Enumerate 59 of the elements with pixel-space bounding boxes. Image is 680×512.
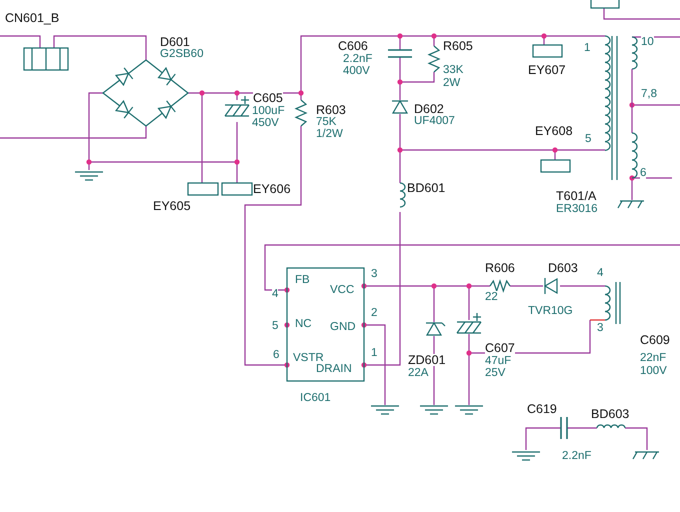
component-label: EY608 [535,125,573,137]
component-label: C607 [485,342,515,354]
component-label: C619 [527,403,557,415]
component-label: EY607 [528,64,566,76]
component-label: T601/A [556,190,596,202]
value-label: 33K [443,64,464,76]
pin-number: 5 [272,320,278,332]
component-label: EY605 [153,200,191,212]
component-label: CN601_B [5,12,60,24]
pin-name: NC [295,318,312,330]
pin-name: FB [295,274,310,286]
value-label: ER3016 [556,203,598,215]
value-label: 25V [485,367,506,379]
pin-number: 6 [273,349,280,361]
value-label: 1/2W [316,128,343,140]
pin-number: 2 [371,307,378,319]
value-label: 450V [252,117,279,129]
value-label: 2.2nF [562,450,592,462]
value-label: IC601 [300,392,331,404]
pin-name: GND [330,321,356,333]
pin-number: 1 [371,347,378,359]
value-label: 75K [316,116,336,128]
pin-number: 4 [597,267,604,279]
pin-number: 5 [585,133,592,145]
component-label: C606 [338,40,368,52]
value-label: UF4007 [414,115,455,127]
pin-number: 1 [584,42,590,54]
value-label: 22nF [640,352,666,364]
pin-number: 7,8 [641,88,657,100]
value-label: TVR10G [528,305,573,317]
component-label: D602 [414,103,444,115]
value-label: 22A [408,367,428,379]
value-label: 100V [640,365,667,377]
component-label: BD603 [591,408,630,420]
value-label: 47uF [485,355,512,367]
component-label: ZD601 [408,354,446,366]
value-label: 100uF [252,105,285,117]
component-label: D603 [548,262,578,274]
component-label: R605 [443,40,473,52]
component-label: D601 [160,36,190,48]
pin-number: 4 [272,288,278,300]
component-label: C609 [640,334,670,346]
component-label: C605 [253,92,283,104]
pin-number: 10 [641,36,654,48]
value-label: 2.2nF [343,53,372,65]
component-label: R606 [485,262,515,274]
pin-name: VCC [330,284,354,296]
pin-name: DRAIN [316,363,352,375]
value-label: 400V [343,65,370,77]
pin-number: 6 [640,167,646,179]
pin-name: VSTR [293,352,324,364]
value-label: 2W [443,77,460,89]
pin-number: 3 [371,268,378,280]
component-label: BD601 [407,182,446,194]
pin-number: 3 [597,322,604,334]
component-label: EY606 [253,183,291,195]
component-label: R603 [316,104,346,116]
value-label: 22 [485,291,498,303]
value-label: G2SB60 [160,48,204,60]
